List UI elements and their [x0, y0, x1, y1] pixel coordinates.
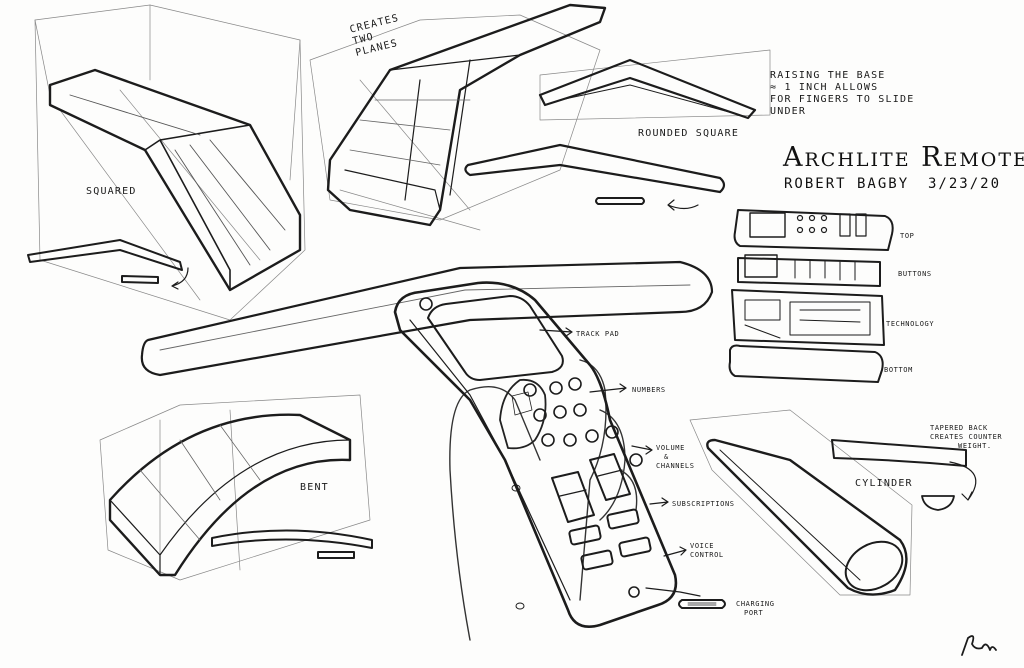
hand-and-remote-sketch	[393, 281, 726, 641]
signature-mark	[961, 635, 997, 656]
track-pad-callout: TRACK PAD	[576, 330, 620, 338]
subscriptions-callout: SUBSCRIPTIONS	[672, 500, 735, 508]
tube-concept-sketch	[140, 260, 714, 377]
author-name: Robert Bagby	[784, 176, 910, 192]
raising-base-note-1: RAISING THE BASE	[770, 70, 886, 81]
squared-label: SQUARED	[86, 186, 137, 197]
rounded-square-label: ROUNDED SQUARE	[638, 128, 740, 139]
voice-callout-2: CONTROL	[690, 551, 724, 559]
bent-concept-sketch	[99, 394, 373, 581]
volume-callout-3: CHANNELS	[656, 462, 695, 470]
squared-concept-sketch	[27, 4, 306, 321]
volume-callout-1: VOLUME	[656, 444, 685, 452]
charging-callout-2: PORT	[744, 609, 764, 617]
numbers-callout: NUMBERS	[632, 386, 666, 394]
tapered-note-2: CREATES COUNTER	[930, 433, 1003, 441]
charging-callout-1: CHARGING	[736, 600, 775, 608]
sheet-title: Archlite Remote	[783, 142, 1024, 173]
volume-callout-2: &	[664, 453, 669, 461]
tapered-note-1: TAPERED BACK	[930, 424, 988, 432]
cylinder-concept-sketch	[689, 409, 977, 596]
bent-label: BENT	[300, 482, 329, 493]
raising-base-note-2: ≈ 1 INCH ALLOWS	[770, 82, 879, 93]
rounded-square-concept-sketch	[464, 49, 771, 211]
raising-base-note-4: UNDER	[770, 106, 807, 117]
exploded-bottom-label: BOTTOM	[884, 366, 913, 374]
sheet-date: 3/23/20	[928, 176, 1002, 192]
cylinder-label: CYLINDER	[855, 478, 913, 489]
two-planes-concept-sketch	[309, 3, 607, 231]
exploded-top-label: TOP	[900, 232, 915, 240]
exploded-buttons-label: BUTTONS	[898, 270, 932, 278]
voice-callout-1: VOICE	[690, 542, 715, 550]
raising-base-note-3: FOR FINGERS TO SLIDE	[770, 94, 915, 105]
tapered-note-3: WEIGHT.	[958, 442, 992, 450]
exploded-technology-label: TECHNOLOGY	[886, 320, 935, 328]
exploded-view-sketch	[728, 209, 894, 383]
